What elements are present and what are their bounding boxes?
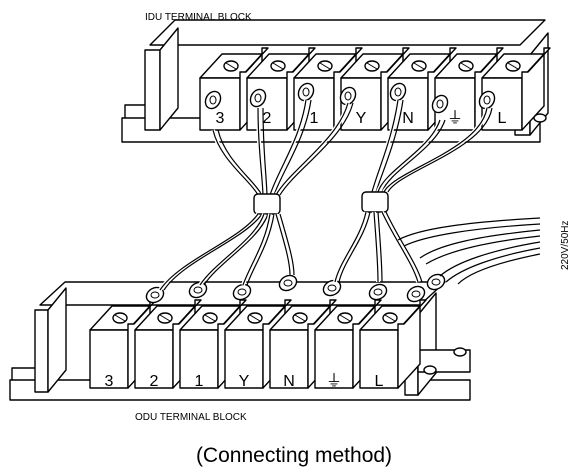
- odu-terminal-label: L: [375, 373, 384, 390]
- screw-slot: [460, 62, 472, 70]
- screw-slot: [413, 62, 425, 70]
- idu-terminal-label: Y: [356, 110, 367, 127]
- screw-slot: [339, 314, 351, 322]
- power-supply-label: 220V/50Hz: [560, 221, 571, 270]
- screw-slot: [272, 62, 284, 70]
- odu-terminal-label: 3: [105, 373, 114, 390]
- idu-terminal-block: 3 2 1 Y N ⏚ L IDU TERMINAL BLOCK: [121, 12, 551, 143]
- screw-slot: [249, 314, 261, 322]
- idu-terminal-label: N: [402, 110, 414, 127]
- wire-clamp-right: [361, 191, 389, 213]
- odu-terminal-block: 3 2 1 Y N ⏚ L ODU TERMINAL BLOCK: [9, 273, 471, 423]
- odu-terminal: L: [359, 299, 427, 390]
- screw-slot: [159, 314, 171, 322]
- odu-terminal-label: 2: [150, 373, 159, 390]
- idu-terminal: L: [481, 47, 551, 131]
- odu-terminal-label: ⏚: [326, 372, 342, 390]
- wire-bundle-power: [333, 99, 541, 285]
- wire-bundle-signal: [158, 99, 354, 292]
- idu-terminal-label: 2: [263, 110, 272, 127]
- idu-terminal-label: L: [498, 110, 507, 127]
- screw-slot: [507, 62, 519, 70]
- screw-slot: [225, 62, 237, 70]
- idu-terminal-label: ⏚: [447, 109, 463, 127]
- screw-slot: [294, 314, 306, 322]
- odu-terminal-label: Y: [239, 373, 250, 390]
- screw-slot: [114, 314, 126, 322]
- idu-end-bracket-left: [144, 27, 179, 131]
- odu-terminal-label: N: [283, 373, 295, 390]
- idu-block-title: IDU TERMINAL BLOCK: [145, 12, 252, 23]
- wire-clamp-left: [253, 193, 281, 215]
- screw-slot: [204, 314, 216, 322]
- screw-slot: [384, 314, 396, 322]
- odu-block-title: ODU TERMINAL BLOCK: [135, 412, 247, 423]
- screw-slot: [366, 62, 378, 70]
- odu-end-bracket-left: [34, 287, 67, 393]
- odu-terminal-label: 1: [195, 373, 204, 390]
- diagram-caption: (Connecting method): [196, 444, 392, 467]
- screw-slot: [319, 62, 331, 70]
- idu-terminal-label: 1: [310, 110, 319, 127]
- idu-terminal-label: 3: [216, 110, 225, 127]
